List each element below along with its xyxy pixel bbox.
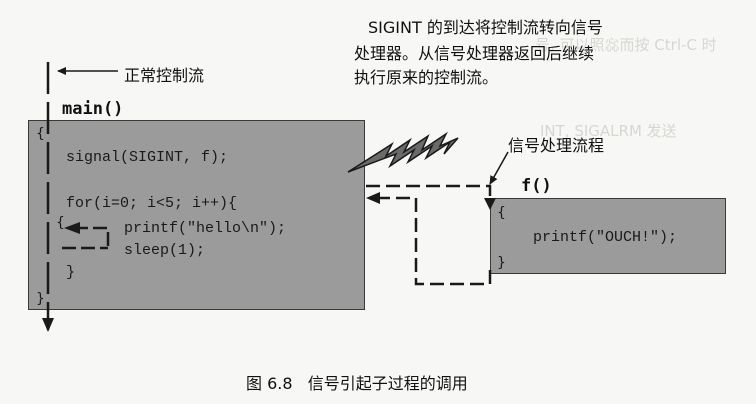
lightning-bolt-icon bbox=[347, 131, 459, 173]
f-title: f() bbox=[521, 176, 552, 196]
figure-caption: 图 6.8 信号引起子过程的调用 bbox=[246, 374, 468, 393]
to-handler-arrowhead bbox=[484, 198, 496, 210]
return-arrowhead bbox=[366, 192, 380, 204]
f-open-brace: { bbox=[497, 205, 506, 221]
main-code-box bbox=[28, 120, 365, 310]
to-handler-path bbox=[366, 184, 492, 204]
main-title: main() bbox=[62, 99, 124, 119]
bleed-through-text: INT, SIGALRM 发送 bbox=[540, 122, 677, 140]
code-line-signal: signal(SIGINT, f); bbox=[66, 149, 229, 166]
f-code-box bbox=[490, 198, 726, 274]
code-line-printf-hello: printf("hello\n"); bbox=[124, 220, 287, 237]
code-line-close-for: } bbox=[66, 264, 76, 281]
code-line-for: for(i=0; i<5; i++){ bbox=[66, 195, 238, 212]
normal-flow-arrowhead bbox=[42, 318, 54, 332]
inner-open-brace: { bbox=[56, 215, 65, 231]
sigint-note-line-1: SIGINT 的到达将控制流转向信号 bbox=[368, 18, 603, 37]
return-path bbox=[372, 196, 492, 286]
main-open-brace: { bbox=[36, 126, 45, 142]
sigint-note-line-2: 处理器。从信号处理器返回后继续 bbox=[354, 44, 595, 63]
code-line-printf-ouch: printf("OUCH!"); bbox=[533, 229, 678, 246]
code-line-sleep: sleep(1); bbox=[124, 242, 206, 259]
f-close-brace: } bbox=[497, 255, 506, 271]
sigint-note-line-3: 执行原来的控制流。 bbox=[354, 68, 499, 87]
handler-flow-pointer bbox=[489, 151, 509, 185]
bleed-through-text: 号, 可以照惢而按 Ctrl-C 时 bbox=[535, 36, 717, 54]
normal-flow-label: 正常控制流 bbox=[124, 66, 205, 85]
handler-flow-label: 信号处理流程 bbox=[508, 136, 605, 155]
loop-back-arrowhead bbox=[64, 222, 80, 234]
main-close-brace: } bbox=[36, 291, 45, 307]
loop-back-path bbox=[70, 226, 110, 246]
